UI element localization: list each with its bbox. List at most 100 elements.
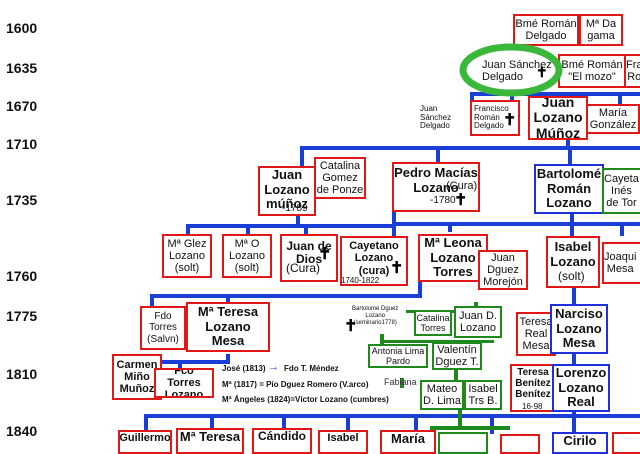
connector-line xyxy=(620,222,624,236)
connector-line xyxy=(392,222,640,226)
connector-line xyxy=(570,212,574,236)
person-guillermo[interactable]: Guillermo xyxy=(118,430,172,454)
connector-line xyxy=(572,414,576,434)
connector-line xyxy=(448,222,452,232)
person-catalina-torres[interactable]: Catalina Torres xyxy=(414,310,452,336)
person-mateo-d-lima[interactable]: Mateo D. Lima xyxy=(420,380,464,410)
year-1635: 1635 xyxy=(6,60,38,76)
connector-line xyxy=(226,294,230,304)
person-fco-torres-lozano[interactable]: Fco Torres Lozano xyxy=(154,368,214,398)
child-note-m-1817: Mª (1817) = Pío Dguez Romero (V.arco) xyxy=(222,380,369,389)
connector-line xyxy=(380,334,384,344)
person-m-o-lozano[interactable]: Mª O Lozano (solt) xyxy=(222,234,272,278)
person-partial-red[interactable] xyxy=(500,434,540,454)
person-juan-sanchez-delgado[interactable]: Juan Sánchez Delgado xyxy=(420,103,452,131)
person-bme-roman-delgado[interactable]: Bmé Román Delgado xyxy=(513,14,579,46)
connector-line xyxy=(414,414,418,434)
person-isabel-trs-b[interactable]: Isabel Trs B. xyxy=(464,380,502,410)
person-bartolome-roman[interactable]: Bartolomé Román Lozano xyxy=(534,164,604,214)
person-candido[interactable]: Cándido xyxy=(252,428,312,454)
death-year: -1780 xyxy=(430,195,456,206)
year-1735: 1735 xyxy=(6,192,38,208)
connector-line xyxy=(300,146,304,168)
person-joaquin-mesa-partial[interactable]: Joaqui Mesa xyxy=(602,242,640,284)
child-note-m-angeles: Mª Ángeles (1824)=Víctor Lozano (cumbres… xyxy=(222,395,389,404)
person-juan-sanchez-delgado-highlighted[interactable]: Juan Sánchez Delgado xyxy=(482,58,552,83)
connector-line xyxy=(144,414,148,434)
person-isabel-lozano[interactable]: Isabel Lozano xyxy=(546,236,600,288)
person-valentin-dguez[interactable]: Valentín Dguez T. xyxy=(432,342,482,370)
connector-line xyxy=(510,92,514,102)
connector-line xyxy=(568,146,572,164)
person-juan-lozano-munoz-1789[interactable]: Juan Lozano múñoz xyxy=(258,166,316,216)
connector-line xyxy=(490,414,494,434)
connector-line xyxy=(470,92,474,102)
person-juan-de-dios[interactable]: Juan de Dios xyxy=(280,234,338,282)
cayetano-years: 1740-1822 xyxy=(341,276,380,285)
person-pedro-macias[interactable]: Pedro Macías Lozano xyxy=(392,162,480,212)
person-cirilo[interactable]: Cirilo xyxy=(552,432,608,454)
person-m-teresa[interactable]: Mª Teresa xyxy=(176,428,244,454)
person-bme-roman-el-mozo[interactable]: Bmé Román "El mozo" xyxy=(558,54,626,88)
connector-line xyxy=(346,414,350,430)
connector-line xyxy=(210,414,214,430)
connector-line xyxy=(572,354,576,368)
child-note-fdo: Fdo T. Méndez xyxy=(284,364,339,373)
person-partial-green[interactable] xyxy=(438,432,488,454)
year-1670: 1670 xyxy=(6,98,38,114)
person-partial-right[interactable] xyxy=(612,432,640,454)
connector-line xyxy=(454,370,458,382)
person-bartolome-dguez[interactable]: Bartolomé Dguez Lozano (seminario1778) xyxy=(352,306,399,326)
person-teresa-real-mesa[interactable]: Teresa Real Mesa xyxy=(516,312,556,356)
cross-icon: ✝ xyxy=(454,192,468,209)
person-francisco-roman-delgado[interactable]: Francisco Román Delgado xyxy=(470,100,520,136)
person-fr-ro-partial[interactable]: Fra Ro xyxy=(624,54,640,88)
connector-line xyxy=(572,288,576,306)
arrow-right-icon: → xyxy=(268,361,279,373)
person-carmen-mino[interactable]: Carmen Miño Muñoz xyxy=(112,354,162,400)
cross-icon: ✝ xyxy=(536,64,548,80)
year-1810: 1810 xyxy=(6,366,38,382)
person-narciso-lozano-mesa[interactable]: Narciso Lozano Mesa xyxy=(550,304,608,354)
connector-line xyxy=(178,360,182,370)
cross-icon: ✝ xyxy=(318,246,332,263)
person-m-da-gama[interactable]: Mª Da gama xyxy=(579,14,623,46)
person-m-leona[interactable]: Mª Leona Lozano Torres xyxy=(418,234,488,282)
person-juan-dguez-morejon[interactable]: Juan Dguez Morejón xyxy=(478,250,528,290)
year-1775: 1775 xyxy=(6,308,38,324)
death-year: -1789 xyxy=(282,203,308,214)
solt-label: (solt) xyxy=(558,269,585,283)
person-catalina-gomez[interactable]: Catalina Gomez de Ponze xyxy=(314,157,366,199)
person-m-glez-lozano[interactable]: Mª Glez Lozano (solt) xyxy=(162,234,212,278)
person-maria-gonzalez[interactable]: María González xyxy=(586,104,640,134)
connector-line xyxy=(618,92,622,104)
connector-line xyxy=(418,280,422,296)
connector-line xyxy=(112,360,230,364)
connector-line xyxy=(300,146,640,150)
cura-label: (Cura) xyxy=(286,261,321,275)
connector-line xyxy=(380,340,494,343)
person-fabiana[interactable]: Fabiana xyxy=(384,377,417,387)
person-maria[interactable]: María xyxy=(380,430,436,454)
person-juan-lozano-munoz[interactable]: Juan Lozano Múñoz xyxy=(528,96,588,140)
connector-line xyxy=(296,214,300,226)
connector-line xyxy=(436,146,440,162)
person-fdo-torres[interactable]: Fdo Torres (Salvn) xyxy=(140,306,186,350)
year-1710: 1710 xyxy=(6,136,38,152)
person-m-teresa-lozano-mesa[interactable]: Mª Teresa Lozano Mesa xyxy=(186,302,270,352)
person-lorenzo-lozano-real[interactable]: Lorenzo Lozano Real xyxy=(552,364,610,412)
person-isabel[interactable]: Isabel xyxy=(318,430,368,454)
connector-line xyxy=(430,426,510,430)
connector-line xyxy=(226,354,230,362)
year-1840: 1840 xyxy=(6,423,38,439)
person-juan-d-lozano[interactable]: Juan D. Lozano xyxy=(454,306,502,338)
child-note-jose: José (1813) xyxy=(222,364,266,373)
connector-line xyxy=(282,414,286,430)
cross-icon: ✝ xyxy=(503,112,517,129)
connector-line xyxy=(150,294,422,298)
person-antonia-lima-pardo[interactable]: Antonia Lima Pardo xyxy=(368,344,428,368)
connector-line xyxy=(246,224,250,236)
person-cayetana-ines-partial[interactable]: Cayeta Inés de Tor xyxy=(602,168,640,214)
person-cayetano-lozano[interactable]: Cayetano Lozano (cura) xyxy=(340,236,408,286)
